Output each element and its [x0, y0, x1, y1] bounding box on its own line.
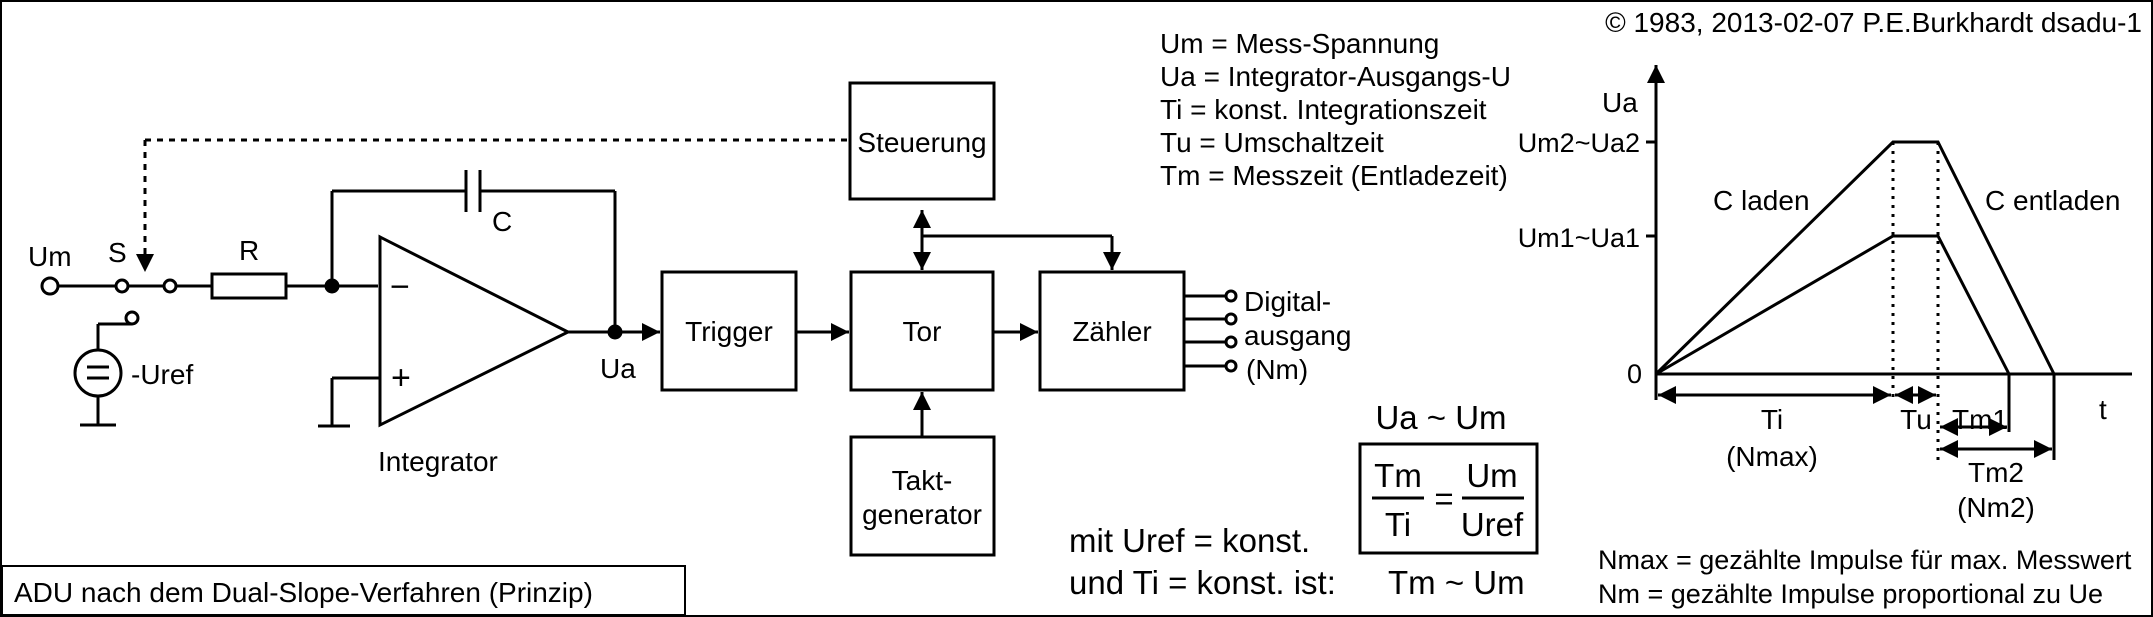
formula-cond1: mit Uref = konst. — [1069, 522, 1310, 559]
switch-contact-um — [114, 278, 130, 294]
switch-contact-uref — [124, 310, 140, 326]
zaehler-block — [1038, 270, 1186, 392]
digital-out-label: (Nm) — [1246, 354, 1308, 385]
caption: ADU nach dem Dual-Slope-Verfahren (Prinz… — [14, 577, 593, 608]
ref-label: -Uref — [131, 359, 193, 390]
takt-label-line1: Takt- — [892, 465, 953, 496]
digital-out-label: ausgang — [1244, 320, 1351, 351]
y-tick-label: 0 — [1627, 359, 1642, 389]
ramp-ua1 — [1655, 234, 2011, 376]
caption-box — [1, 565, 686, 616]
digital-output-terminal — [1224, 359, 1238, 373]
y-tick-label: Um2~Ua2 — [1518, 128, 1640, 158]
y-tick-label: Um1~Ua1 — [1518, 223, 1640, 253]
legend: Um = Mess-Spannung Ua = Integrator-Ausga… — [1160, 28, 1511, 191]
trigger-label: Trigger — [685, 316, 773, 347]
ti-sub-label: (Nmax) — [1726, 441, 1818, 472]
tm2-label: Tm2 — [1968, 457, 2024, 488]
steuerung-label: Steuerung — [857, 127, 986, 158]
input-terminal — [40, 276, 60, 296]
legend-item: Tu = Umschaltzeit — [1160, 127, 1384, 158]
takt-label-line2: generator — [862, 499, 982, 530]
capacitor-label: C — [492, 206, 512, 237]
legend-item: Um = Mess-Spannung — [1160, 28, 1439, 59]
circuit — [40, 81, 1238, 557]
formula: Ua ~ Um Tm Ti = Um Uref mit Uref = konst… — [1069, 399, 1539, 601]
charge-label: C laden — [1713, 185, 1810, 216]
legend-item: Ua = Integrator-Ausgangs-U — [1160, 61, 1511, 92]
tu-label: Tu — [1900, 404, 1932, 435]
switch-pivot — [162, 278, 178, 294]
ramp-ua2 — [1654, 140, 2056, 376]
discharge-label: C entladen — [1985, 185, 2120, 216]
note: Nm = gezählte Impulse proportional zu Ue — [1598, 579, 2103, 609]
legend-item: Tm = Messzeit (Entladezeit) — [1160, 160, 1508, 191]
minus-sign: − — [390, 268, 410, 306]
digital-output-terminal — [1224, 312, 1238, 326]
resistor — [210, 272, 288, 300]
output-label: Ua — [600, 353, 636, 384]
steuerung-block — [848, 81, 996, 201]
frac-num-left: Tm — [1374, 457, 1422, 494]
notes: Nmax = gezählte Impulse für max. Messwer… — [1598, 545, 2132, 609]
frac-equals: = — [1434, 480, 1453, 517]
copyright: © 1983, 2013-02-07 P.E.Burkhardt dsadu-1 — [1605, 7, 2142, 38]
frac-den-left: Ti — [1385, 506, 1411, 543]
output-junction-dot — [607, 324, 623, 340]
uref-source — [73, 348, 123, 398]
formula-cond2: und Ti = konst. ist: — [1069, 564, 1336, 601]
integrator-label: Integrator — [378, 446, 498, 477]
digital-out-label: Digital- — [1244, 286, 1331, 317]
formula-box — [1358, 442, 1539, 555]
input-label: Um — [28, 241, 72, 272]
frac-den-right: Uref — [1461, 506, 1524, 543]
ti-label: Ti — [1761, 404, 1783, 435]
zaehler-label: Zähler — [1072, 316, 1151, 347]
tm1-label: Tm1 — [1952, 404, 2008, 435]
tm2-sub-label: (Nm2) — [1957, 492, 2035, 523]
taktgenerator-block — [849, 435, 996, 557]
opamp-triangle — [378, 234, 572, 428]
tor-label: Tor — [903, 316, 942, 347]
timing-graph: Ua t Um2~Ua2 Um1~Ua1 0 C laden C entlade… — [1518, 65, 2132, 523]
x-axis-label: t — [2099, 394, 2107, 425]
digital-output-terminal — [1224, 289, 1238, 303]
digital-output-terminal — [1224, 335, 1238, 349]
note: Nmax = gezählte Impulse für max. Messwer… — [1598, 545, 2132, 575]
formula-top: Ua ~ Um — [1375, 399, 1506, 436]
formula-result: Tm ~ Um — [1388, 564, 1525, 601]
resistor-label: R — [239, 235, 259, 266]
frac-num-right: Um — [1466, 457, 1517, 494]
y-axis-label: Ua — [1602, 87, 1638, 118]
legend-item: Ti = konst. Integrationszeit — [1160, 94, 1487, 125]
plus-sign: + — [391, 359, 411, 397]
circuit-labels: Um S R C − + Integrator Ua -Uref Steueru… — [28, 127, 1351, 530]
switch-label: S — [108, 237, 127, 268]
